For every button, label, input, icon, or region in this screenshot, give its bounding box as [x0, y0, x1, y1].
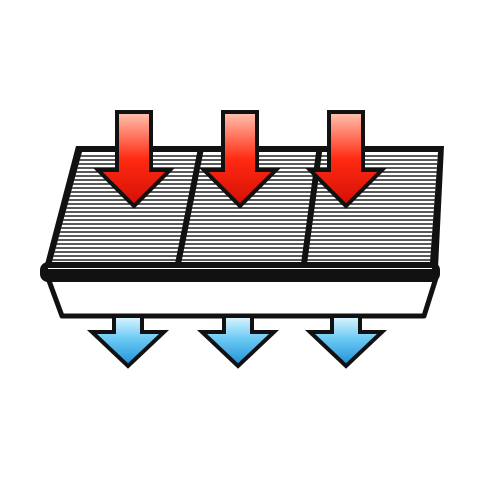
- outflow-arrow: [86, 314, 170, 369]
- outflow-arrows: [86, 314, 388, 369]
- panel-divider: [175, 149, 204, 265]
- intake-arrow: [199, 110, 281, 209]
- outflow-arrow: [304, 314, 388, 369]
- housing-body: [45, 275, 439, 319]
- intake-arrows: [93, 110, 387, 209]
- intake-arrow: [93, 110, 175, 209]
- intake-arrow: [305, 110, 387, 209]
- outflow-arrow: [196, 314, 280, 369]
- filter-housing: [40, 262, 440, 319]
